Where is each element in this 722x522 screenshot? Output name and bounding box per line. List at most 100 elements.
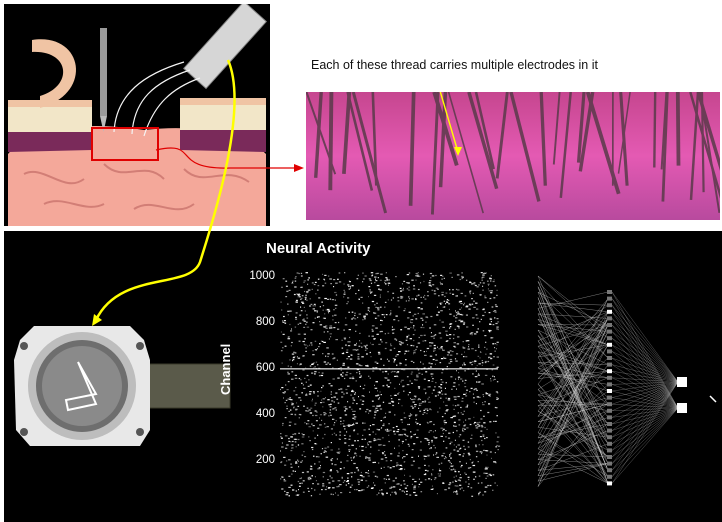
raster-point bbox=[346, 303, 348, 305]
raster-point bbox=[353, 462, 356, 465]
raster-point bbox=[425, 321, 427, 323]
network-node bbox=[607, 309, 612, 314]
raster-point bbox=[335, 307, 337, 309]
raster-point bbox=[387, 332, 390, 334]
raster-point bbox=[343, 283, 345, 285]
raster-point bbox=[284, 490, 286, 492]
raster-point bbox=[449, 326, 452, 328]
raster-point bbox=[374, 304, 376, 306]
raster-point bbox=[495, 391, 498, 393]
raster-point bbox=[490, 290, 493, 292]
network-edge bbox=[537, 400, 609, 458]
raster-point bbox=[384, 282, 386, 284]
raster-point bbox=[293, 390, 296, 392]
electrode-thread bbox=[432, 92, 459, 166]
raster-point bbox=[488, 284, 489, 286]
raster-point bbox=[301, 382, 303, 384]
raster-point bbox=[446, 354, 449, 356]
raster-point bbox=[320, 340, 322, 342]
raster-point bbox=[416, 374, 419, 376]
raster-point bbox=[303, 306, 305, 308]
raster-point bbox=[347, 341, 349, 343]
raster-point bbox=[461, 277, 464, 280]
raster-point bbox=[292, 489, 295, 491]
raster-point bbox=[369, 279, 372, 282]
raster-point bbox=[314, 281, 317, 283]
network-edge bbox=[611, 337, 679, 383]
raster-point bbox=[372, 431, 374, 433]
raster-point bbox=[355, 392, 356, 394]
raster-point bbox=[329, 409, 332, 411]
raster-point bbox=[456, 490, 458, 492]
raster-point bbox=[445, 330, 448, 332]
raster-point bbox=[329, 327, 332, 329]
raster-point bbox=[442, 432, 444, 435]
raster-point bbox=[359, 385, 361, 387]
raster-point bbox=[475, 403, 477, 405]
raster-point bbox=[474, 471, 476, 473]
raster-point bbox=[326, 347, 329, 349]
network-node bbox=[607, 342, 612, 347]
raster-point bbox=[394, 491, 397, 493]
raster-point bbox=[418, 407, 420, 409]
raster-point bbox=[456, 325, 459, 327]
raster-point bbox=[442, 452, 446, 454]
raster-point bbox=[418, 486, 420, 488]
raster-point bbox=[484, 486, 488, 488]
raster-point bbox=[486, 450, 489, 452]
raster-point bbox=[294, 433, 297, 435]
electrode-thread bbox=[467, 92, 499, 190]
network-edge bbox=[611, 298, 679, 383]
raster-point bbox=[354, 344, 357, 346]
raster-point bbox=[441, 347, 443, 350]
raster-point bbox=[351, 318, 353, 320]
raster-point bbox=[472, 464, 476, 467]
raster-point bbox=[330, 477, 333, 479]
raster-point bbox=[462, 430, 465, 432]
raster-point bbox=[484, 426, 486, 429]
raster-point bbox=[283, 480, 287, 482]
raster-point bbox=[399, 364, 401, 366]
raster-point bbox=[383, 364, 385, 366]
raster-point bbox=[422, 413, 424, 415]
raster-point bbox=[287, 398, 290, 400]
raster-point bbox=[324, 423, 326, 425]
raster-point bbox=[489, 451, 492, 453]
raster-point bbox=[305, 323, 307, 325]
raster-point bbox=[401, 405, 403, 407]
raster-point bbox=[325, 325, 328, 327]
electrode-thread bbox=[552, 92, 561, 165]
raster-point bbox=[493, 420, 495, 422]
raster-point bbox=[398, 434, 401, 436]
raster-point bbox=[430, 277, 432, 279]
raster-point bbox=[489, 323, 492, 325]
raster-point bbox=[482, 274, 485, 276]
raster-point bbox=[420, 334, 423, 337]
network-edge bbox=[537, 324, 609, 369]
raster-point bbox=[416, 295, 418, 297]
raster-point bbox=[292, 433, 294, 435]
raster-point bbox=[390, 343, 392, 345]
raster-point bbox=[387, 386, 389, 388]
raster-point bbox=[363, 316, 366, 318]
raster-point bbox=[303, 343, 305, 345]
network-edge bbox=[611, 291, 679, 383]
raster-point bbox=[449, 272, 452, 274]
raster-point bbox=[424, 354, 427, 356]
raster-point bbox=[376, 302, 378, 304]
raster-point bbox=[288, 486, 291, 488]
raster-point bbox=[412, 334, 415, 336]
electrode-thread bbox=[430, 92, 440, 215]
raster-point bbox=[469, 291, 471, 293]
raster-point bbox=[314, 463, 316, 465]
raster-point bbox=[439, 468, 440, 470]
raster-point bbox=[317, 427, 320, 429]
raster-point bbox=[359, 474, 363, 476]
raster-point bbox=[408, 445, 410, 447]
raster-point bbox=[403, 280, 406, 282]
raster-point bbox=[455, 360, 458, 362]
raster-point bbox=[340, 369, 342, 371]
raster-point bbox=[291, 404, 294, 406]
raster-point bbox=[287, 371, 289, 373]
raster-point bbox=[392, 404, 395, 407]
